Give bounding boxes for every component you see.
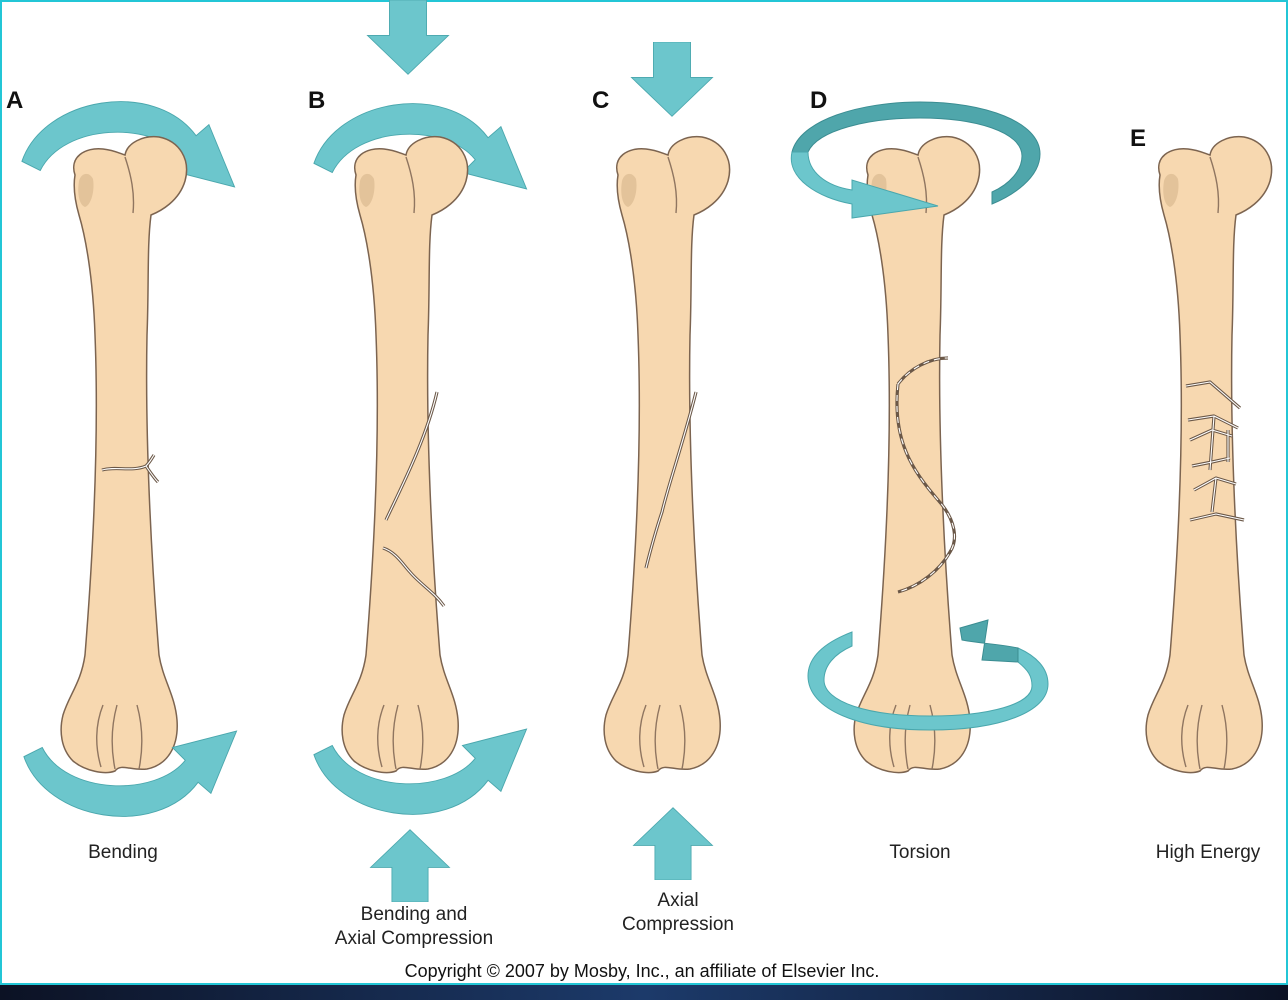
panel-b: B Bending and Axial Compression	[308, 0, 528, 949]
torsion-ring-top-icon	[790, 101, 1041, 219]
caption-b-line-1: Bending and	[361, 904, 468, 925]
panel-letter-c: C	[592, 87, 609, 114]
femur-bone-a	[60, 135, 188, 774]
comminuted-fracture-e	[1185, 380, 1245, 522]
femur-bone-b	[341, 135, 469, 774]
femur-bone-e	[1145, 135, 1273, 774]
panel-d: D Torsion	[790, 87, 1049, 863]
caption-e-line-1: High Energy	[1156, 842, 1261, 863]
compression-arrow-bottom-icon	[633, 807, 713, 880]
fracture-line-b	[382, 391, 446, 607]
fracture-line-d	[895, 356, 957, 594]
compression-arrow-top-icon	[631, 42, 713, 117]
fracture-line-c	[644, 391, 698, 569]
panel-letter-d: D	[810, 87, 827, 114]
caption-d-line-1: Torsion	[889, 842, 950, 863]
compression-arrow-top-icon	[367, 0, 449, 75]
copyright-notice: Copyright © 2007 by Mosby, Inc., an affi…	[405, 961, 880, 981]
panel-letter-b: B	[308, 87, 325, 114]
caption-c-line-2: Compression	[622, 914, 734, 935]
fracture-line-a	[101, 454, 160, 484]
caption-a-line-1: Bending	[88, 842, 158, 863]
femur-bone-c	[603, 135, 731, 774]
caption-c-line-1: Axial	[657, 890, 698, 911]
panel-letter-a: A	[6, 87, 23, 114]
compression-arrow-bottom-icon	[370, 829, 450, 902]
caption-b-line-2: Axial Compression	[335, 928, 493, 949]
femur-bone-d	[853, 135, 981, 774]
torsion-ring-bottom-icon	[807, 619, 1049, 731]
panel-letter-e: E	[1130, 125, 1146, 152]
slide-bottom-bar	[0, 985, 1288, 1000]
panel-e: E High Energy	[1130, 125, 1273, 863]
panel-a: A Bending	[6, 87, 238, 863]
panel-c: C Axial Compression	[592, 42, 734, 935]
